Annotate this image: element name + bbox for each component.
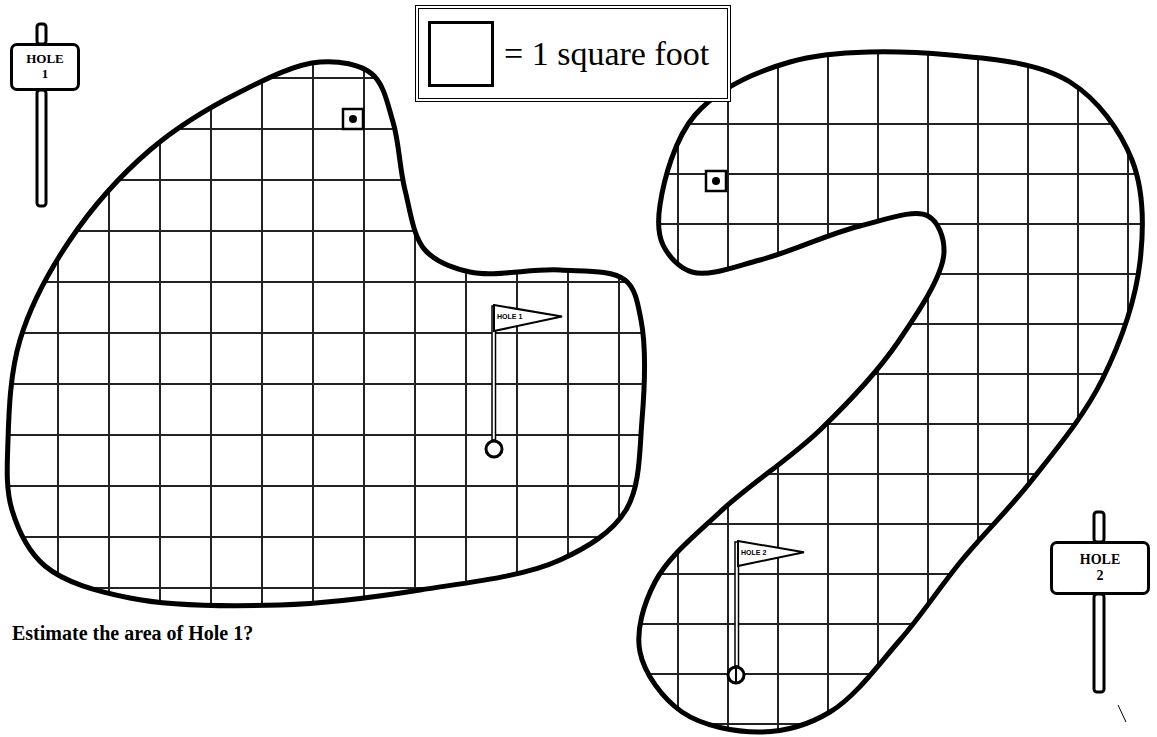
grid-line	[927, 45, 929, 737]
flag-pennant	[494, 305, 562, 331]
grid-line	[0, 485, 650, 487]
grid-line	[630, 223, 1150, 225]
stray-mark	[1118, 705, 1126, 722]
sign-label: HOLE 1	[23, 52, 67, 82]
grid-line	[827, 45, 829, 737]
grid-line	[465, 30, 467, 615]
grid-line	[261, 30, 263, 615]
unit-square	[428, 21, 494, 87]
sign-label: HOLE 2	[1075, 552, 1125, 584]
grid-line	[0, 332, 650, 334]
grid-line	[630, 373, 1150, 375]
green-outline	[639, 52, 1143, 732]
hole-sign: HOLE 1	[10, 43, 80, 91]
grid-line	[630, 123, 1150, 125]
flag-label: HOLE 1	[497, 313, 522, 320]
grid-line	[414, 30, 416, 615]
flag-pennant	[738, 541, 804, 566]
square-grid	[0, 30, 650, 615]
grid-line	[1077, 45, 1079, 737]
square-grid	[630, 45, 1150, 737]
hole-flag: HOLE 1	[493, 304, 563, 332]
sign-post	[1094, 512, 1104, 692]
tee-marker	[343, 109, 363, 129]
grid-line	[0, 179, 650, 181]
grid-line	[57, 30, 59, 615]
grid-line	[1027, 45, 1029, 737]
grid-line	[0, 128, 650, 130]
grid-line	[630, 623, 1150, 625]
hole-sign: HOLE 2	[1050, 541, 1150, 595]
grid-line	[108, 30, 110, 615]
grid-line	[0, 434, 650, 436]
grid-line	[877, 45, 879, 737]
grid-line	[777, 45, 779, 737]
grid-line	[618, 30, 620, 615]
hole-flag: HOLE 2	[737, 540, 805, 567]
grid-line	[567, 30, 569, 615]
grid-line	[0, 230, 650, 232]
grid-line	[159, 30, 161, 615]
grid-line	[630, 673, 1150, 675]
grid-line	[210, 30, 212, 615]
grid-line	[727, 45, 729, 737]
grid-line	[0, 383, 650, 385]
legend-box: = 1 square foot	[415, 5, 731, 102]
green-outline	[7, 62, 644, 606]
grid-line	[630, 473, 1150, 475]
flag-label: HOLE 2	[741, 549, 766, 556]
grid-line	[0, 281, 650, 283]
green-fill	[639, 52, 1143, 732]
tee-marker	[706, 171, 726, 191]
legend-row: = 1 square foot	[428, 21, 709, 87]
question-caption: Estimate the area of Hole 1?	[12, 622, 253, 645]
grid-line	[977, 45, 979, 737]
grid-line	[312, 30, 314, 615]
legend-text: = 1 square foot	[504, 35, 709, 73]
grid-line	[0, 536, 650, 538]
grid-line	[630, 323, 1150, 325]
